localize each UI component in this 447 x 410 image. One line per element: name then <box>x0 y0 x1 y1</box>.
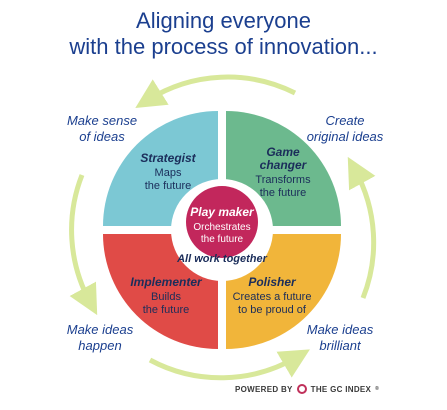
polisher-desc-1: Creates a future <box>233 291 312 303</box>
play-maker-desc-1: Orchestrates <box>193 222 250 233</box>
label-make-sense-line-2: of ideas <box>79 129 125 144</box>
label-make-happen-line-1: Make ideas <box>66 322 134 337</box>
footer-powered-by: POWERED BY THE GC INDEX® <box>235 384 379 394</box>
implementer-name: Implementer <box>130 275 203 289</box>
label-create-original-line-1: Create <box>325 113 365 128</box>
arrow-left <box>69 174 98 316</box>
implementer-desc-2: the future <box>143 304 189 316</box>
title-line-2: with the process of innovation... <box>69 34 378 59</box>
label-make-brilliant: Make ideas brilliant <box>300 322 380 354</box>
polisher-name: Polisher <box>248 275 297 289</box>
label-make-brilliant-line-2: brilliant <box>319 338 361 353</box>
cycle-arrows <box>69 74 377 381</box>
label-make-sense-line-1: Make sense <box>66 113 138 128</box>
center-play-maker <box>186 186 258 258</box>
game-changer-name-2: changer <box>260 158 308 172</box>
implementer-desc-1: Builds <box>151 291 181 303</box>
arrow-bottom <box>148 349 310 381</box>
gc-logo-icon <box>296 384 307 394</box>
arrow-right <box>347 156 377 299</box>
strategist-desc-2: the future <box>145 180 191 192</box>
strategist-desc-1: Maps <box>155 167 182 179</box>
game-changer-desc-2: the future <box>260 187 306 199</box>
powered-by-text: POWERED BY <box>235 384 293 394</box>
label-make-brilliant-line-1: Make ideas <box>306 322 374 337</box>
arrow-top <box>135 74 297 108</box>
polisher-desc-2: to be proud of <box>238 304 307 316</box>
trademark-mark: ® <box>375 386 380 392</box>
title-line-1: Aligning everyone <box>136 8 311 33</box>
strategist-name: Strategist <box>140 151 196 165</box>
brand-text: THE GC INDEX <box>310 384 372 394</box>
label-make-happen: Make ideas happen <box>60 322 140 354</box>
game-changer-desc-1: Transforms <box>255 174 311 186</box>
ring-label: All work together <box>176 253 268 265</box>
label-make-sense: Make sense of ideas <box>66 113 138 145</box>
label-make-happen-line-2: happen <box>78 338 122 353</box>
game-changer-name-1: Game <box>266 145 300 159</box>
label-create-original: Create original ideas <box>300 113 390 145</box>
play-maker-desc-2: the future <box>201 234 244 245</box>
label-create-original-line-2: original ideas <box>306 129 384 144</box>
play-maker-name: Play maker <box>190 205 255 219</box>
